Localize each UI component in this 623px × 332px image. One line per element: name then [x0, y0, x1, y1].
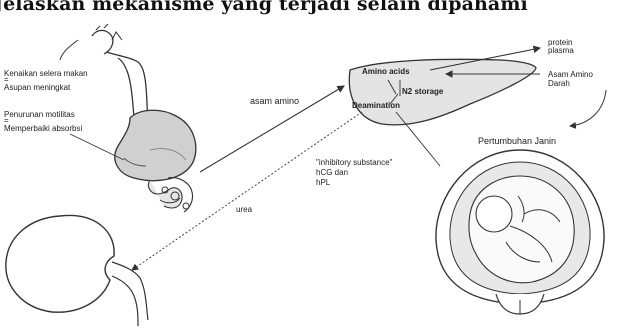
hcg-label: hCG dan: [316, 168, 348, 177]
uterus-fetus-illustration: [436, 150, 604, 314]
n2-storage-label: N2 storage: [402, 87, 444, 96]
fetal-growth-label: Pertumbuhan Janin: [478, 136, 556, 146]
asam-amino-darah-label-2: Darah: [548, 79, 570, 88]
fetal-growth-supply-arrow: [570, 90, 606, 126]
stomach-note-appetite: Kenaikan selera makan: [4, 69, 88, 78]
stomach-note-absorption: Memperbaiki absorbsi: [4, 124, 82, 133]
stomach-note-intake: Asupan meningkat: [4, 83, 71, 92]
asam-amino-label: asam amino: [250, 96, 299, 106]
amino-acids-label: Amino acids: [362, 67, 410, 76]
urea-label: urea: [236, 205, 253, 214]
deamination-label: Deamination: [352, 101, 400, 110]
kidney-illustration: [6, 215, 148, 326]
inhibitory-substance-label: "inhibitory substance": [316, 158, 393, 167]
asam-amino-darah-label-1: Asam Amino: [548, 70, 593, 79]
digestive-tract-illustration: [60, 24, 196, 212]
hpl-label: hPL: [316, 178, 331, 187]
stomach-note-motility: Penurunan motilitas: [4, 110, 75, 119]
plasma-label: plasma: [548, 46, 574, 55]
stomach-pointer-line: [70, 134, 124, 160]
